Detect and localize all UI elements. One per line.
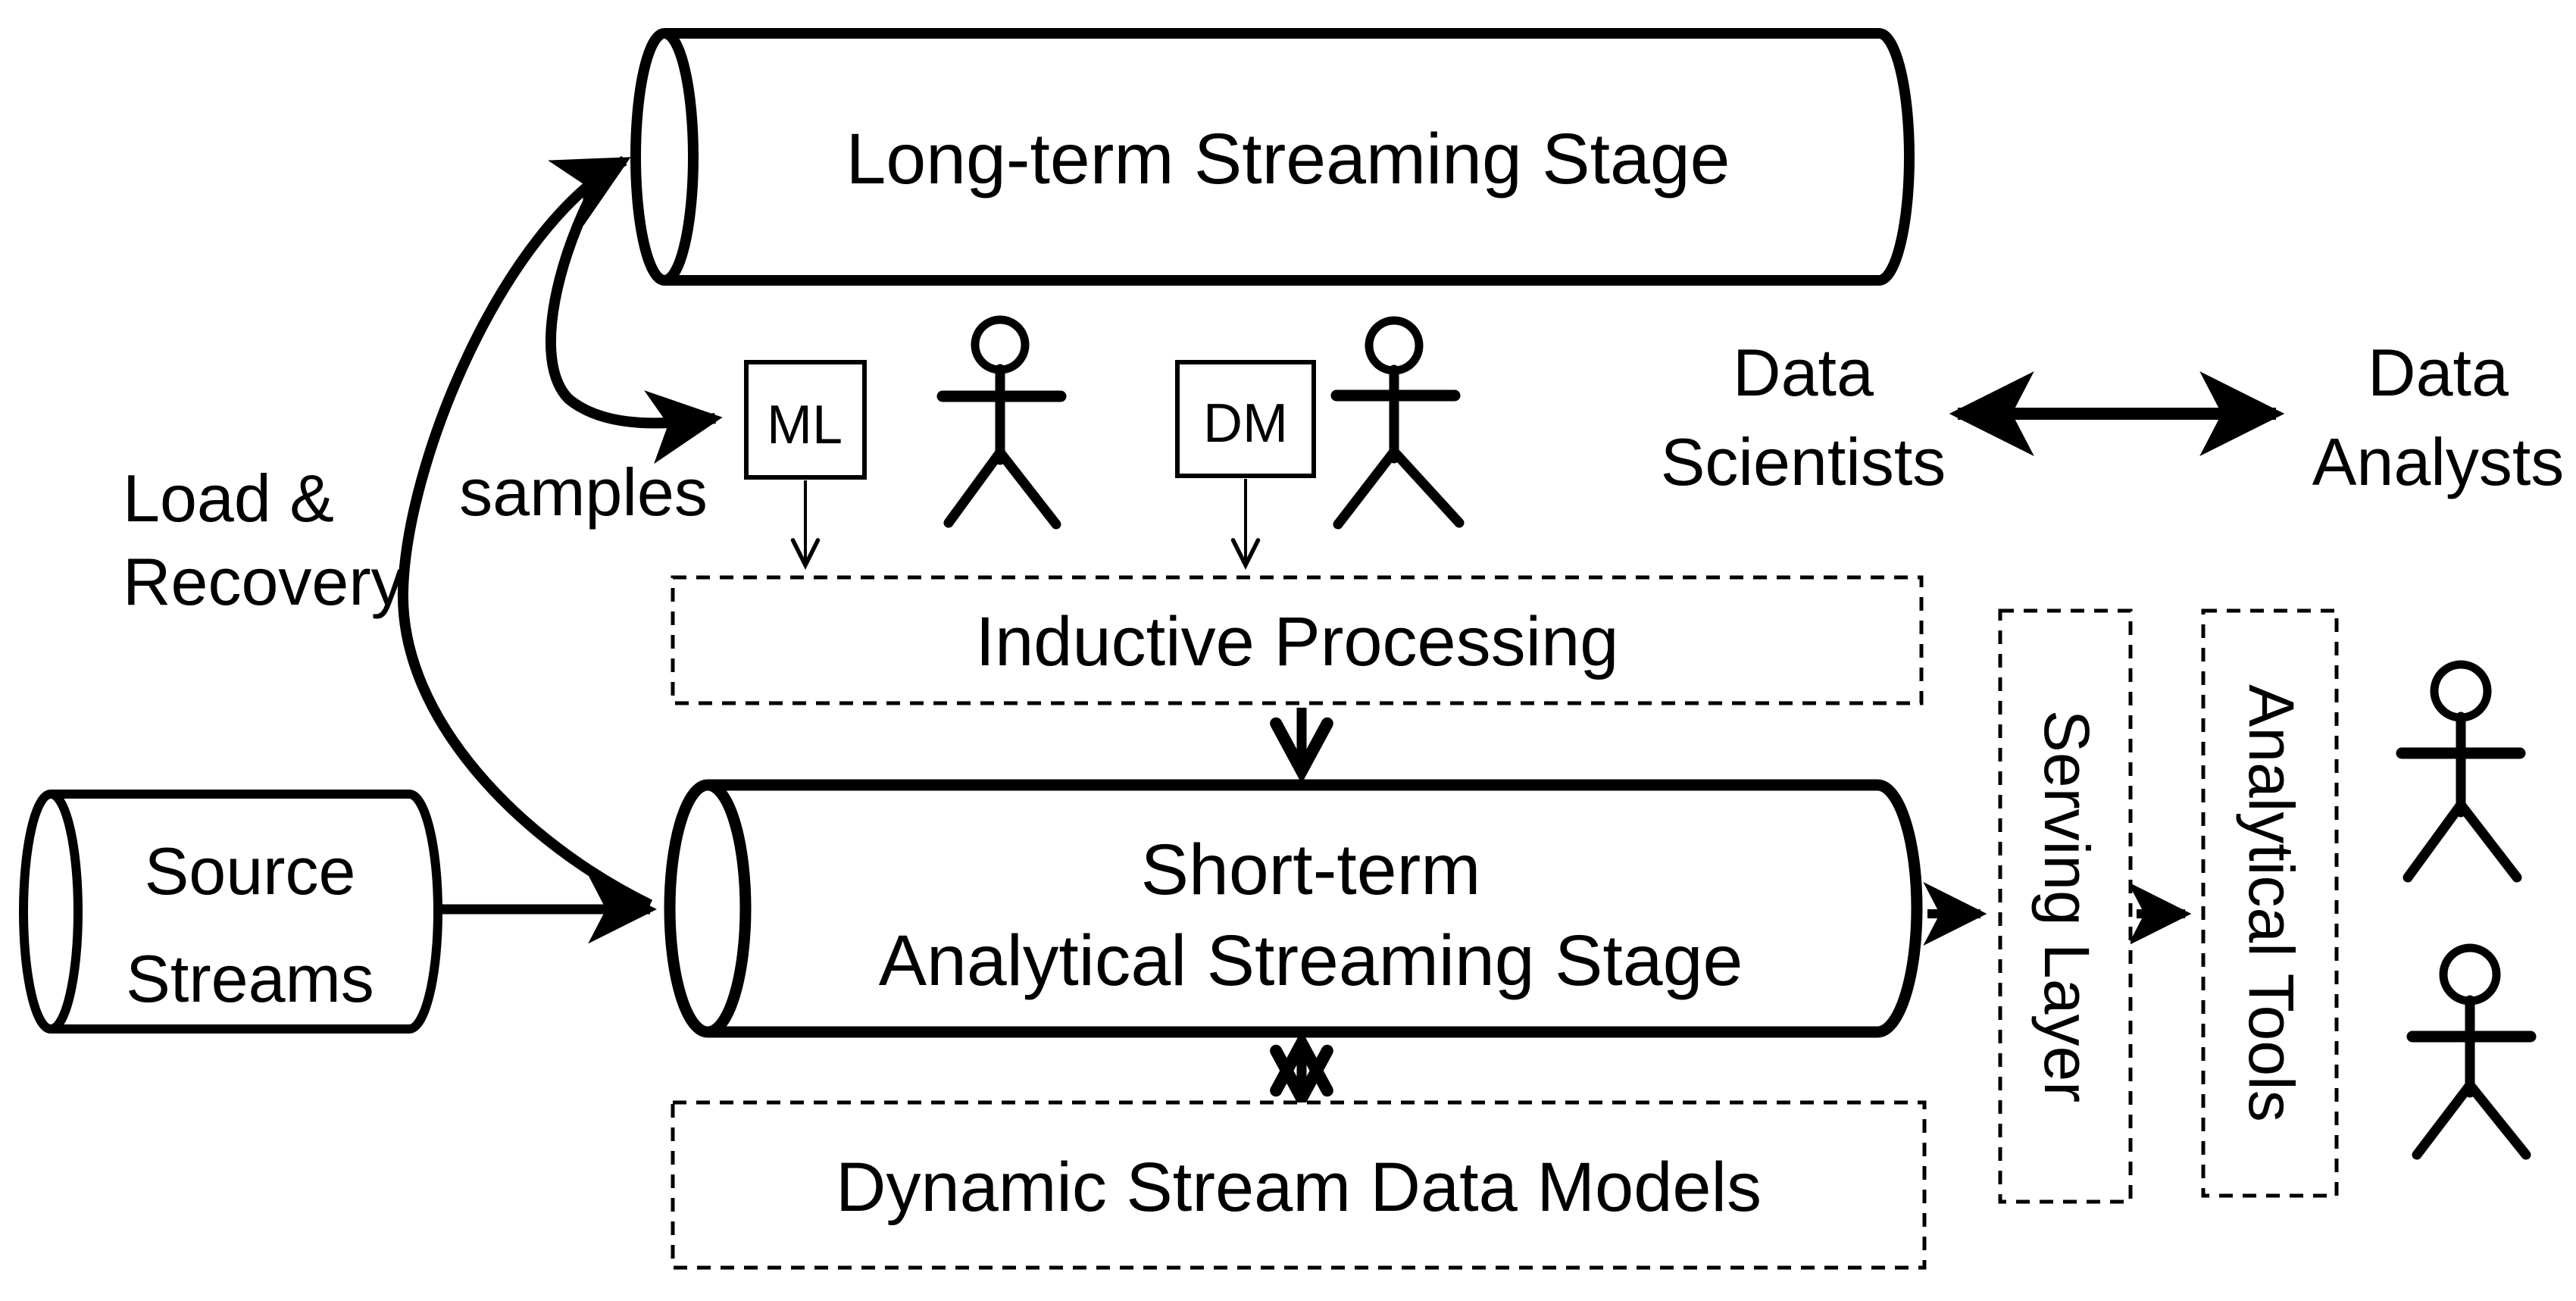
- analyst-person-icon-top: [2396, 660, 2526, 883]
- inductive-processing-label: Inductive Processing: [976, 603, 1619, 680]
- data-scientists-label: Data Scientists: [1661, 335, 1946, 499]
- load-recovery-arrow: [397, 155, 653, 910]
- data-scientists-line2: Scientists: [1661, 424, 1946, 499]
- data-miner-person-icon: [1330, 316, 1465, 530]
- samples-arrow: [545, 182, 723, 464]
- ml-box-label: ML: [767, 395, 843, 455]
- ml-box: ML: [744, 360, 867, 480]
- long-term-stage-cylinder: Long-term Streaming Stage: [630, 28, 1915, 286]
- short-term-stage-label-line1: Short-term: [1141, 830, 1481, 910]
- analytical-tools-label: Analytical Tools: [2236, 684, 2307, 1121]
- dynamic-stream-data-models-label: Dynamic Stream Data Models: [836, 1149, 1762, 1226]
- serving-layer-label: Serving Layer: [2031, 710, 2102, 1102]
- load-recovery-label-line2: Recovery: [123, 544, 405, 619]
- dm-box: DM: [1175, 360, 1316, 478]
- analyst-person-icon-bottom: [2406, 943, 2537, 1160]
- short-term-stage-label-line2: Analytical Streaming Stage: [879, 921, 1743, 1001]
- data-scientist-person-icon: [936, 315, 1067, 530]
- short-term-stage-cylinder: Short-term Analytical Streaming Stage: [664, 779, 1923, 1038]
- source-streams-cylinder: Source Streams: [19, 790, 442, 1034]
- source-streams-label-line1: Source: [145, 833, 356, 909]
- serving-layer-box: Serving Layer: [1998, 608, 2133, 1204]
- data-scientists-line1: Data: [1733, 335, 1874, 410]
- dynamic-stream-data-models-box: Dynamic Stream Data Models: [671, 1100, 1927, 1270]
- data-analysts-line2: Analysts: [2312, 424, 2565, 499]
- samples-label: samples: [459, 455, 708, 530]
- source-streams-label-line2: Streams: [126, 941, 374, 1016]
- data-analysts-line1: Data: [2368, 335, 2509, 410]
- load-recovery-label: Load & Recovery: [123, 461, 405, 619]
- long-term-stage-label: Long-term Streaming Stage: [846, 119, 1730, 199]
- dm-box-label: DM: [1203, 393, 1288, 454]
- data-analysts-label: Data Analysts: [2312, 335, 2565, 499]
- load-recovery-label-line1: Load &: [123, 461, 334, 536]
- analytical-tools-box: Analytical Tools: [2201, 608, 2339, 1198]
- inductive-processing-box: Inductive Processing: [671, 575, 1924, 705]
